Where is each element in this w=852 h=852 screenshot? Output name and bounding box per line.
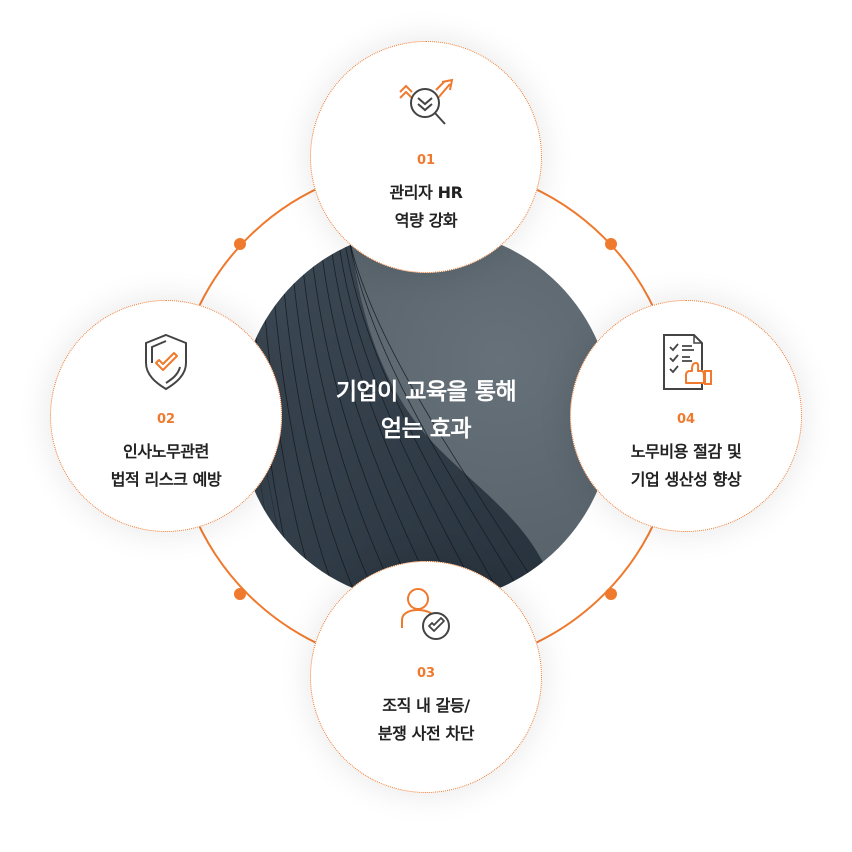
node-label: 노무비용 절감 및 기업 생산성 향상 <box>631 438 742 494</box>
center-title: 기업이 교육을 통해 얻는 효과 <box>239 229 613 603</box>
node-number: 04 <box>676 412 696 427</box>
node-number: 03 <box>416 666 436 681</box>
search-check-growth-icon <box>392 72 460 134</box>
node-label: 인사노무관련 법적 리스크 예방 <box>111 438 222 494</box>
node-label-line2: 분쟁 사전 차단 <box>377 724 475 743</box>
node-label-line2: 기업 생산성 향상 <box>630 470 742 489</box>
node-number: 02 <box>156 412 176 427</box>
node-label-line1: 인사노무관련 <box>123 442 209 461</box>
ring-dot <box>605 588 617 600</box>
effect-node-02: 02 인사노무관련 법적 리스크 예방 <box>50 300 282 532</box>
node-label-line2: 법적 리스크 예방 <box>110 470 222 489</box>
node-label: 관리자 HR 역량 강화 <box>389 179 462 235</box>
node-label-line1: 조직 내 갈등/ <box>382 696 470 715</box>
building-texture-image <box>239 229 559 603</box>
center-title-line2: 얻는 효과 <box>380 416 472 442</box>
ring-dot <box>605 238 617 250</box>
center-circle: 기업이 교육을 통해 얻는 효과 <box>239 229 613 603</box>
node-label: 조직 내 갈등/ 분쟁 사전 차단 <box>377 692 475 748</box>
node-label-line2: 역량 강화 <box>394 211 458 230</box>
node-label-line1: 노무비용 절감 및 <box>630 442 742 461</box>
checklist-thumbs-up-icon <box>652 331 720 393</box>
effect-node-01: 01 관리자 HR 역량 강화 <box>310 41 542 273</box>
effect-node-04: 04 노무비용 절감 및 기업 생산성 향상 <box>570 300 802 532</box>
node-number: 01 <box>416 153 436 168</box>
center-title-line1: 기업이 교육을 통해 <box>335 379 517 405</box>
user-check-icon <box>392 584 460 646</box>
effect-node-03: 03 조직 내 갈등/ 분쟁 사전 차단 <box>310 561 542 793</box>
shield-check-icon <box>132 331 200 393</box>
node-label-line1: 관리자 HR <box>389 183 463 202</box>
